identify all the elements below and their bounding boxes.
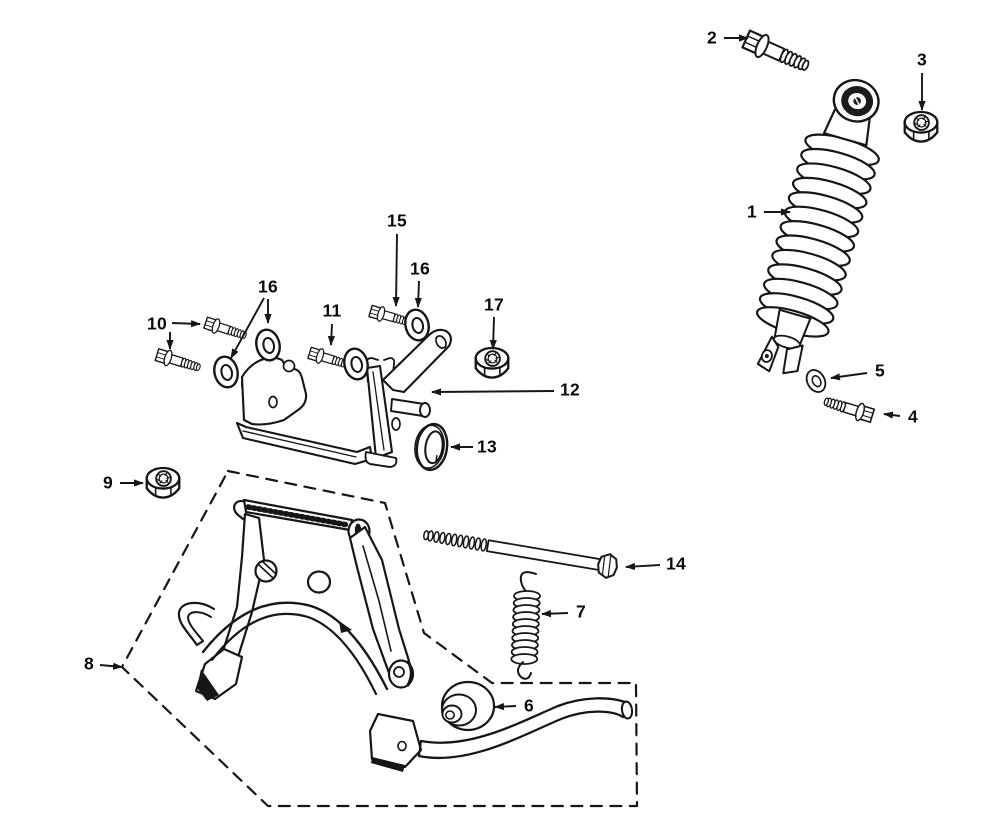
callout-label-5-4: 5	[874, 360, 886, 381]
callout-label-10-9: 10	[146, 313, 168, 334]
callout-label-16-15: 16	[257, 276, 279, 297]
callout-label-13-12: 13	[476, 436, 498, 457]
callout-label-3-2: 3	[916, 49, 928, 70]
callout-label-15-14: 15	[386, 210, 408, 231]
callout-label-2-1: 2	[706, 27, 718, 48]
callout-label-1-0: 1	[746, 201, 758, 222]
part-13-grommet-ring	[414, 422, 449, 472]
part-10-bolt-upper	[202, 314, 249, 344]
callout-label-4-3: 4	[907, 406, 919, 427]
callout-label-12-11: 12	[559, 379, 581, 400]
part-7-extension-spring	[510, 571, 541, 680]
part-8-center-stand	[177, 498, 634, 772]
part-16-washer-a	[252, 326, 284, 364]
callout-label-17-17: 17	[483, 294, 505, 315]
callout-label-9-8: 9	[102, 472, 114, 493]
callout-label-14-13: 14	[665, 553, 687, 574]
part-17-nut	[474, 346, 510, 379]
part-11-washer	[340, 345, 372, 383]
callout-label-7-6: 7	[575, 601, 587, 622]
part-10-bolt-lower	[153, 346, 203, 377]
part-14-long-bolt	[423, 530, 618, 579]
part-4-bolt	[821, 391, 876, 425]
part-3-nut	[903, 110, 939, 143]
callout-label-16-16: 16	[409, 258, 431, 279]
callout-label-8-7: 8	[83, 653, 95, 674]
callout-label-11-10: 11	[322, 300, 342, 321]
part-1-shock-absorber	[755, 78, 880, 375]
part-9-nut	[145, 466, 181, 499]
part-2-bolt	[740, 27, 814, 79]
part-16-washer-b	[210, 353, 242, 391]
part-12-support-bracket	[235, 328, 452, 468]
callout-label-6-5: 6	[523, 695, 535, 716]
part-6-rubber-buffer	[440, 680, 496, 732]
dashed-region-outline	[120, 469, 639, 808]
part-5-washer	[802, 365, 830, 397]
